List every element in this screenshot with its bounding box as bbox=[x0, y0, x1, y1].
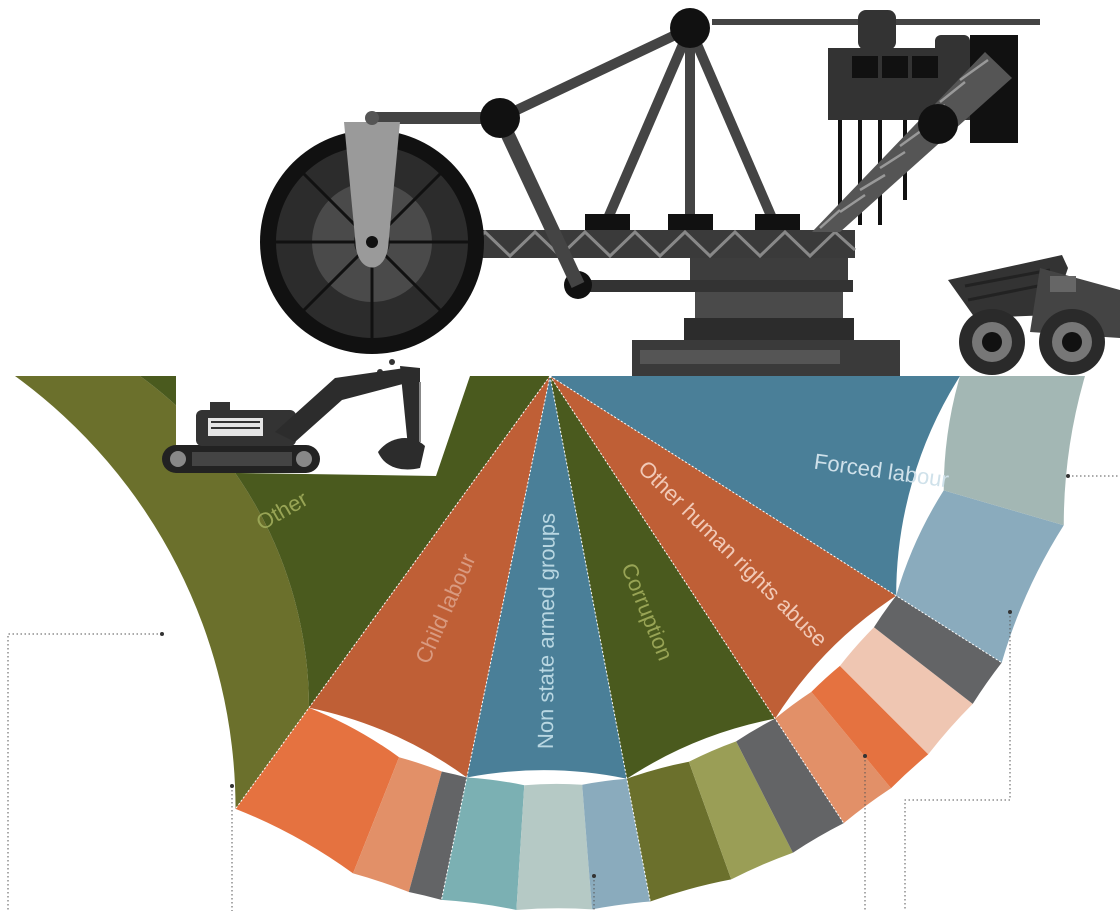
leader-line bbox=[904, 612, 1011, 911]
inner-segment bbox=[550, 376, 776, 779]
dump-truck-icon bbox=[948, 255, 1120, 375]
leader-dot bbox=[1066, 474, 1070, 478]
segment-divider bbox=[235, 375, 551, 810]
leader-line bbox=[7, 633, 162, 911]
outer-segment bbox=[408, 771, 467, 900]
inner-segment bbox=[550, 376, 960, 596]
outer-segment bbox=[736, 718, 844, 853]
outer-segment bbox=[582, 778, 651, 910]
segment-divider bbox=[441, 375, 551, 900]
segment-label: Non state armed groups bbox=[533, 513, 560, 749]
leader-lines bbox=[7, 474, 1120, 911]
outer-segment bbox=[15, 376, 310, 809]
segment-divider bbox=[549, 375, 651, 902]
leader-dot bbox=[863, 754, 867, 758]
outer-segment bbox=[688, 741, 793, 880]
outer-segment bbox=[626, 761, 732, 902]
outer-segment bbox=[235, 707, 400, 874]
segment-divider bbox=[549, 375, 845, 824]
inner-segment bbox=[466, 376, 627, 779]
divider-lines bbox=[235, 375, 1002, 902]
leader-dot bbox=[160, 632, 164, 636]
inner-segment bbox=[550, 376, 897, 719]
outer-segment bbox=[441, 777, 525, 910]
outer-segment bbox=[353, 757, 442, 893]
leader-dot bbox=[592, 874, 596, 878]
outer-segment bbox=[896, 490, 1064, 663]
leader-dot bbox=[230, 784, 234, 788]
hydraulic-excavator-icon bbox=[162, 366, 425, 473]
inner-segment bbox=[309, 376, 550, 778]
outer-segment bbox=[516, 783, 592, 910]
leader-dot bbox=[1008, 610, 1012, 614]
outer-segment bbox=[839, 627, 973, 755]
outer-segment bbox=[811, 665, 929, 789]
outer-segment bbox=[943, 376, 1085, 526]
segment-divider bbox=[549, 375, 1002, 664]
outer-segment bbox=[775, 691, 892, 824]
bucket-wheel-excavator-icon bbox=[260, 8, 1040, 376]
outer-segment bbox=[873, 595, 1002, 704]
segments-layer bbox=[15, 376, 1085, 910]
